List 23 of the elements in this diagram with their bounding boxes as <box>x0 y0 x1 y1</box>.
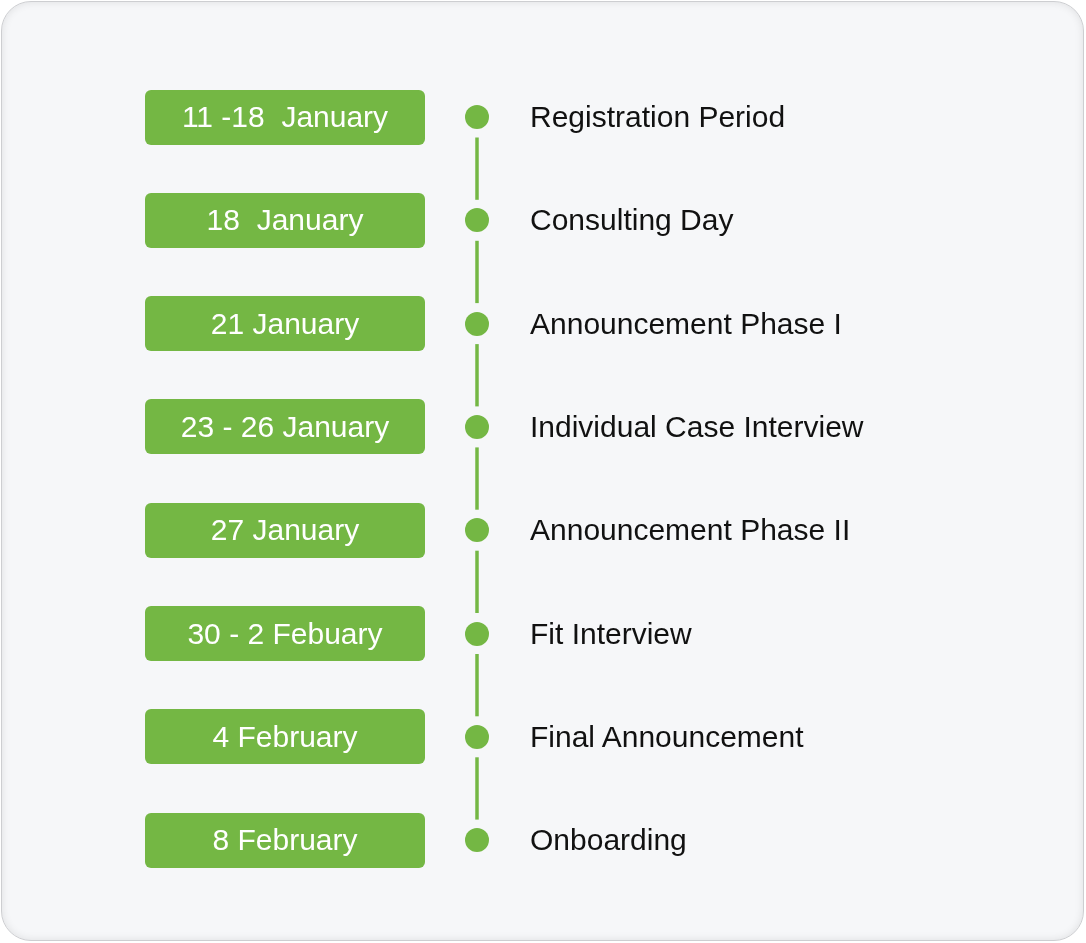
event-label: Registration Period <box>530 99 786 135</box>
date-tag: 23 - 26 January <box>145 399 425 455</box>
event-label: Announcement Phase I <box>530 305 842 342</box>
timeline-line <box>475 447 479 510</box>
date-tag: 27 January <box>145 502 425 558</box>
event-label: Onboarding <box>530 822 687 859</box>
timeline-line <box>475 344 479 407</box>
timeline-line <box>475 240 479 304</box>
event-label: Announcement Phase II <box>530 512 851 549</box>
event-label: Individual Case Interview <box>530 408 864 445</box>
date-tag: 4 February <box>145 709 425 765</box>
timeline-line <box>475 137 479 200</box>
event-label: Fit Interview <box>530 615 692 652</box>
date-tag: 8 February <box>145 812 425 868</box>
date-tag: 21 January <box>145 296 425 352</box>
date-tag: 18 January <box>145 192 425 248</box>
timeline-line <box>475 757 479 820</box>
timeline-line <box>475 654 479 717</box>
timeline-line <box>475 550 479 613</box>
event-label: Final Announcement <box>530 718 804 755</box>
event-label: Consulting Day <box>530 202 734 239</box>
date-tag: 30 - 2 Febuary <box>145 606 425 661</box>
date-tag: 11 -18 January <box>145 89 425 145</box>
